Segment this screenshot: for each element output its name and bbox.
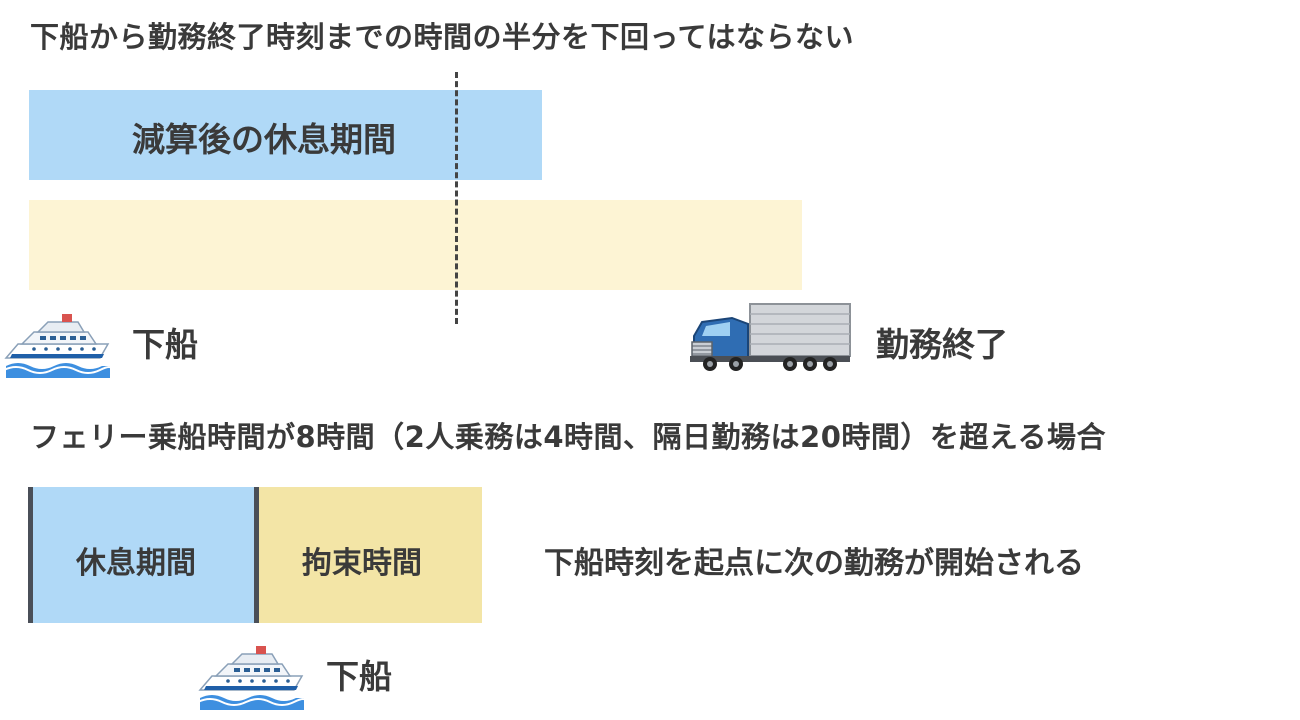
- next-shift-note: 下船時刻を起点に次の勤務が開始される: [544, 546, 1084, 581]
- work-end-label: 勤務終了: [876, 325, 1008, 364]
- section2-title: フェリー乗船時間が8時間（2人乗務は4時間、隔日勤務は20時間）を超える場合: [30, 420, 1107, 454]
- ferry-ship-icon: [3, 308, 113, 378]
- reduced-rest-label: 減算後の休息期間: [132, 120, 396, 159]
- rest-period-bar: [30, 487, 256, 623]
- restraint-time-bar: [256, 487, 482, 623]
- ship-to-end-bar: [29, 200, 802, 290]
- start-divider: [28, 487, 33, 623]
- ferry-ship-icon: [197, 640, 307, 710]
- truck-icon: [690, 302, 852, 372]
- ship-label: 下船: [132, 325, 198, 364]
- rest-period-label: 休息期間: [76, 546, 196, 581]
- section1-title: 下船から勤務終了時刻までの時間の半分を下回ってはならない: [30, 20, 854, 54]
- ship-arrival-divider: [254, 487, 259, 623]
- restraint-time-label: 拘束時間: [302, 546, 422, 581]
- ship-label-2: 下船: [326, 657, 392, 696]
- half-point-dashed-line: [455, 72, 458, 324]
